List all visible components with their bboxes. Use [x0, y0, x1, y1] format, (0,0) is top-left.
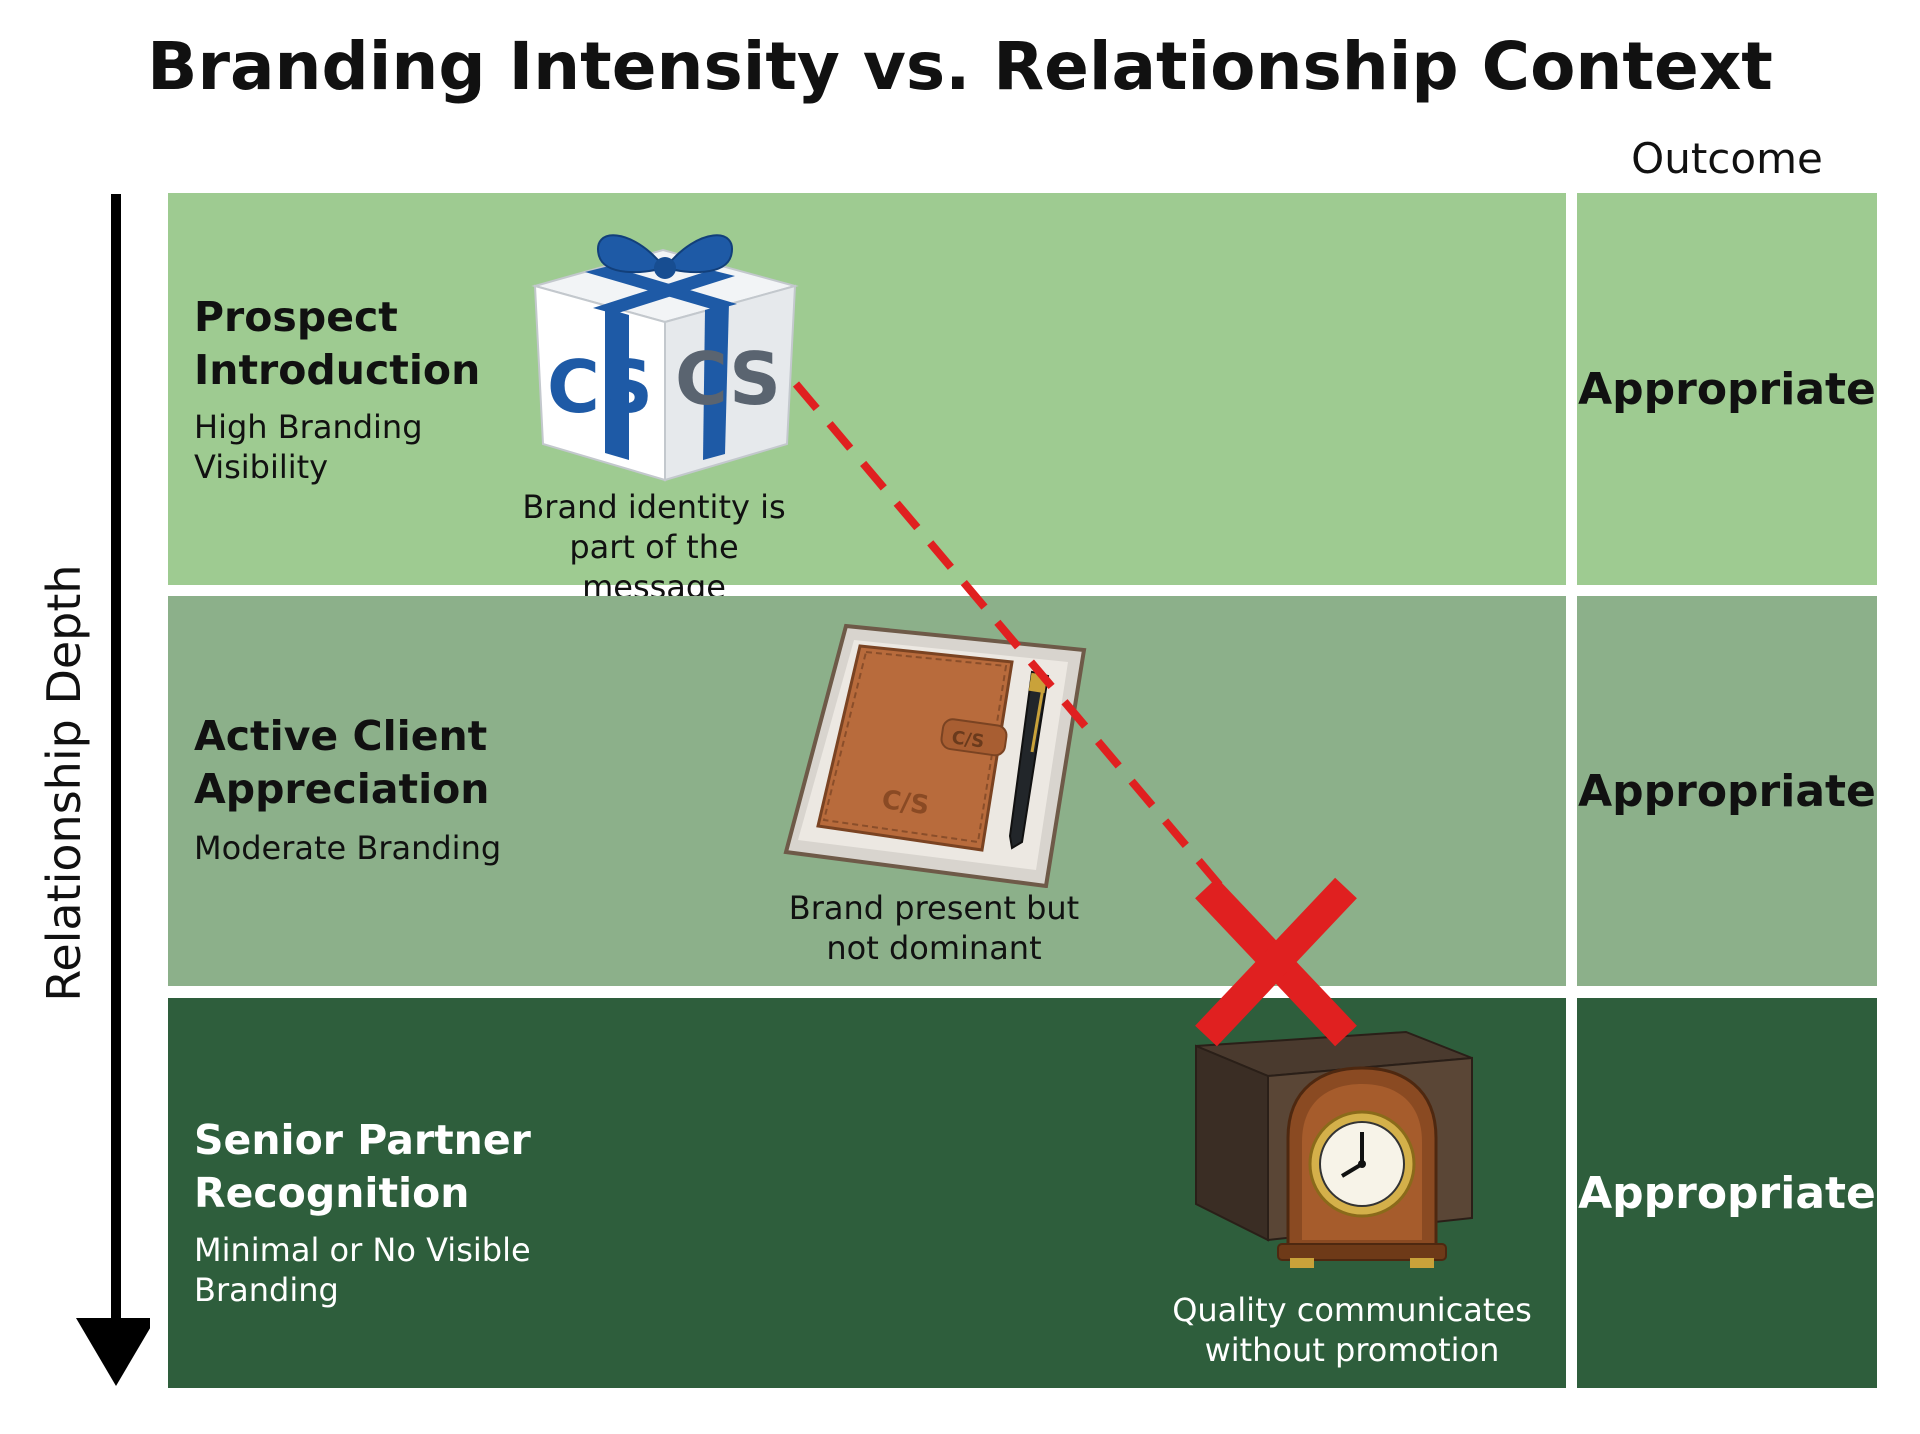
row-caption: Brand identity is part of the message: [522, 488, 786, 606]
row-subtitle: Moderate Branding: [194, 829, 502, 867]
outcome-label: Appropriate: [1578, 1167, 1876, 1219]
gift-logo-side: CS: [675, 337, 781, 421]
row-title: Prospect Introduction: [194, 293, 481, 394]
row-subtitle: High Branding Visibility: [194, 408, 423, 486]
row-caption: Quality communicates without promotion: [1172, 1291, 1532, 1369]
row-caption: Brand present but not dominant: [788, 889, 1080, 967]
relationship-depth-label: Relationship Depth: [37, 564, 91, 1002]
outcome-cell-1: Appropriate: [1577, 193, 1877, 585]
row-subtitle: Minimal or No Visible Branding: [194, 1231, 531, 1309]
gift-box-icon: CS CS: [531, 234, 799, 482]
diagram-title: Branding Intensity vs. Relationship Cont…: [147, 28, 1773, 105]
outcome-cell-2: Appropriate: [1577, 596, 1877, 986]
outcome-label: Appropriate: [1578, 765, 1876, 817]
outcome-cell-3: Appropriate: [1577, 998, 1877, 1388]
row-senior-partner-recognition: Senior Partner Recognition Minimal or No…: [168, 998, 1566, 1388]
gift-logo-c: CS: [547, 345, 653, 429]
leather-portfolio-pen-icon: C/S C/S: [783, 623, 1087, 888]
row-title: Senior Partner Recognition: [194, 1116, 531, 1217]
relationship-depth-arrow: [76, 194, 150, 1386]
row-prospect-introduction: Prospect Introduction High Branding Visi…: [168, 193, 1566, 606]
outcome-label: Appropriate: [1578, 363, 1876, 415]
outcome-column-header: Outcome: [1631, 134, 1823, 183]
mantel-clock-icon: [1195, 1030, 1473, 1268]
row-title: Active Client Appreciation: [194, 712, 490, 813]
